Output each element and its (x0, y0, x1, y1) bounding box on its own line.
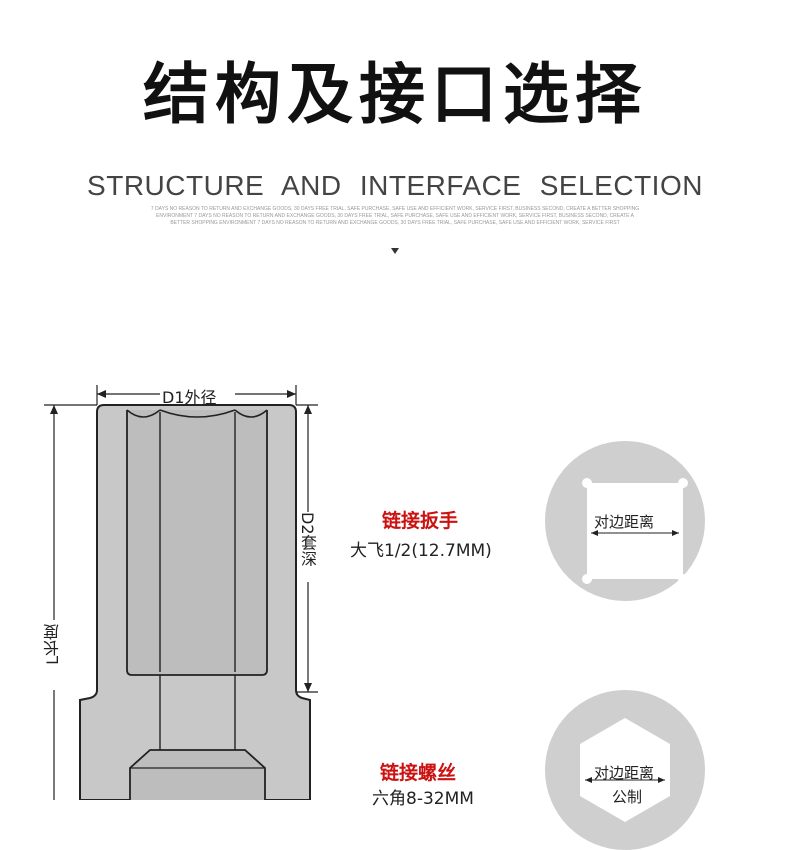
wrench-connection-spec: 大飞1/2(12.7MM) (350, 541, 492, 561)
square-drive-distance-label: 对边距离 (594, 513, 655, 531)
screw-connection-title: 链接螺丝 (380, 762, 457, 784)
wrench-connection-title: 链接扳手 (382, 510, 459, 532)
hex-drive-icon (580, 718, 670, 822)
square-drive-icon (582, 478, 688, 584)
l-label: L长度 (43, 624, 62, 665)
hex-drive-distance-label: 对边距离 (594, 764, 655, 782)
page-title: 结构及接口选择 (143, 56, 647, 133)
socket-body (79, 404, 311, 800)
socket-diagram (44, 385, 318, 800)
hex-drive-unit-label: 公制 (612, 788, 643, 806)
d1-dimension (96, 385, 297, 405)
screw-connection-spec: 六角8-32MM (372, 789, 474, 809)
l-dimension (44, 404, 97, 800)
fineprint-text: 7 DAYS NO REASON TO RETURN AND EXCHANGE … (150, 206, 640, 226)
d2-dimension (296, 404, 318, 693)
d1-label: D1外径 (162, 388, 217, 407)
down-arrow-icon (391, 248, 399, 254)
page-subtitle: STRUCTURE AND INTERFACE SELECTION (87, 170, 703, 201)
d2-label: D2套深 (298, 512, 317, 567)
